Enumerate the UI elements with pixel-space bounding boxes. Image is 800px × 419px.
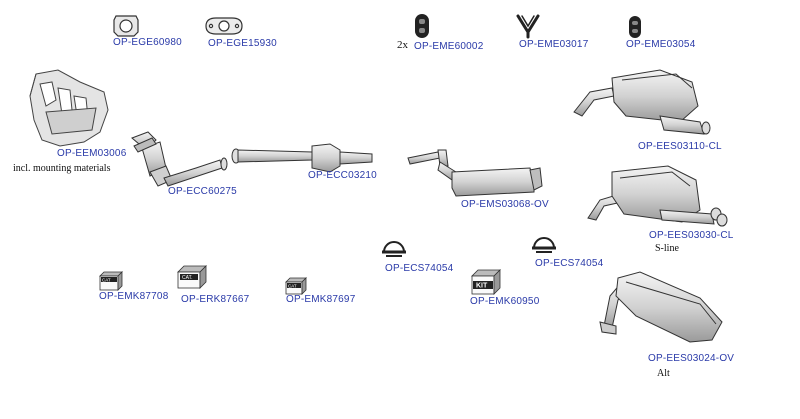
rear-silencer-icon bbox=[573, 69, 711, 135]
part-note: incl. mounting materials bbox=[13, 163, 111, 174]
part-link[interactable]: OP-EMK87697 bbox=[286, 294, 356, 305]
part-note: S-line bbox=[655, 243, 679, 254]
part-link[interactable]: OP-ECC60275 bbox=[168, 186, 237, 197]
mounting-kit-box-icon: CAT bbox=[99, 271, 123, 291]
rubber-hanger-icon bbox=[415, 14, 429, 38]
part-link[interactable]: OP-EMS03068-OV bbox=[461, 199, 549, 210]
manifold-icon bbox=[29, 69, 109, 147]
kit-box-icon: KIT bbox=[471, 269, 501, 295]
clamp-icon bbox=[532, 237, 556, 253]
rubber-hanger-small-icon bbox=[629, 16, 641, 38]
quantity-label: 2x bbox=[397, 39, 408, 51]
gasket-oval-icon bbox=[205, 17, 243, 35]
part-link[interactable]: OP-EGE60980 bbox=[113, 37, 182, 48]
middle-silencer-icon bbox=[407, 149, 543, 197]
part-link[interactable]: OP-EES03030-CL bbox=[649, 230, 734, 241]
part-link[interactable]: OP-ECS74054 bbox=[385, 263, 454, 274]
svg-text:CAT.: CAT. bbox=[182, 275, 192, 281]
svg-text:CAT: CAT bbox=[288, 284, 297, 289]
part-link[interactable]: OP-EMK60950 bbox=[470, 296, 540, 307]
part-link[interactable]: OP-EME03017 bbox=[519, 39, 589, 50]
part-link[interactable]: OP-EGE15930 bbox=[208, 38, 277, 49]
part-link[interactable]: OP-EME03054 bbox=[626, 39, 696, 50]
front-pipe-icon bbox=[131, 131, 228, 187]
gasket-square-icon bbox=[113, 15, 139, 37]
part-link[interactable]: OP-ECC03210 bbox=[308, 170, 377, 181]
svg-text:KIT: KIT bbox=[476, 283, 488, 290]
part-link[interactable]: OP-EES03024-OV bbox=[648, 353, 735, 364]
part-link[interactable]: OP-EEM03006 bbox=[57, 148, 127, 159]
repair-kit-box-icon: CAT. bbox=[177, 265, 207, 289]
part-link[interactable]: OP-ERK87667 bbox=[181, 294, 250, 305]
svg-text:CAT: CAT bbox=[102, 278, 111, 283]
rear-silencer-s-line-icon bbox=[587, 165, 728, 227]
part-note: Alt bbox=[657, 368, 670, 379]
v-hanger-icon bbox=[516, 14, 540, 39]
clamp-icon bbox=[382, 241, 406, 257]
part-link[interactable]: OP-EMK87708 bbox=[99, 291, 169, 302]
catalytic-converter-icon bbox=[231, 143, 373, 173]
mounting-kit-box-icon: CAT bbox=[285, 277, 307, 295]
rear-silencer-alt-icon bbox=[599, 271, 723, 343]
part-link[interactable]: OP-ECS74054 bbox=[535, 258, 604, 269]
part-link[interactable]: OP-EME60002 bbox=[414, 41, 484, 52]
part-link[interactable]: OP-EES03110-CL bbox=[638, 141, 722, 152]
